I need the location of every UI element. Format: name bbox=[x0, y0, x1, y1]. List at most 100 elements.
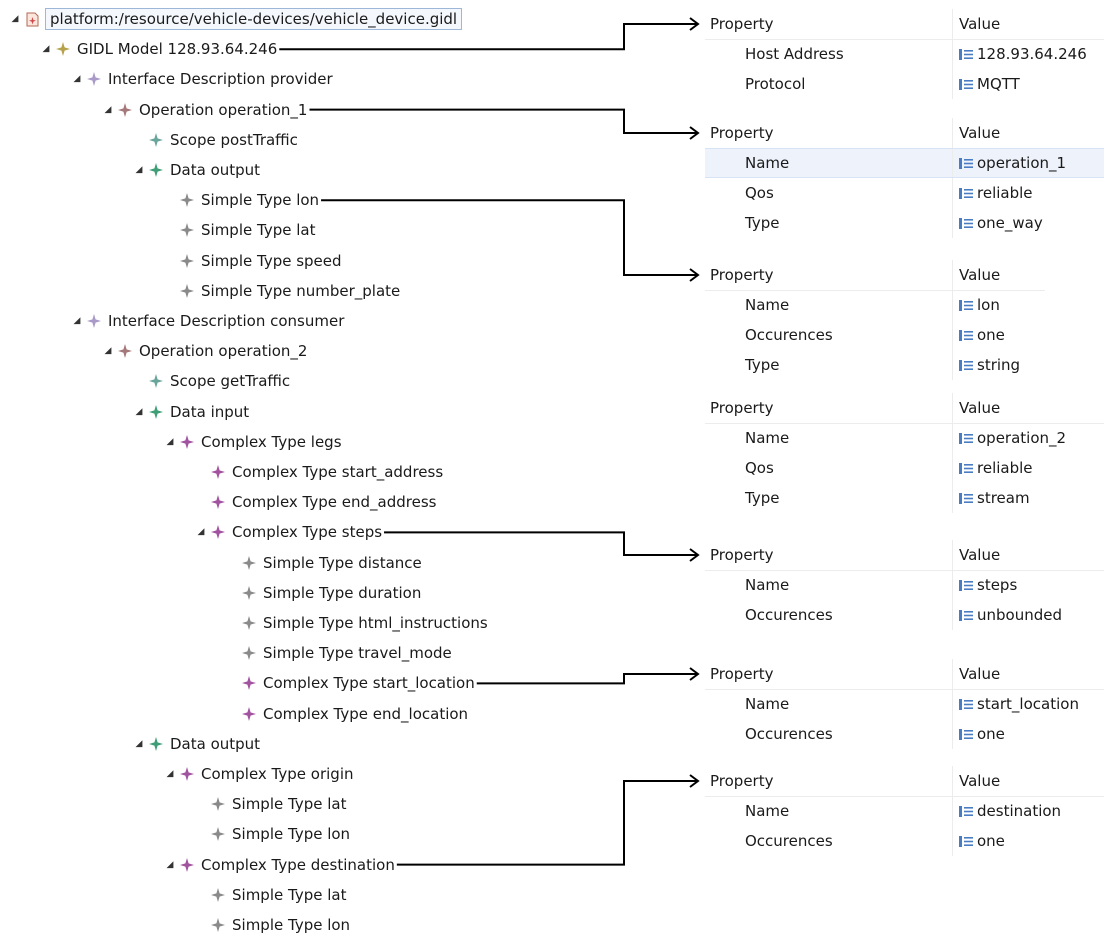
tree-node-interface[interactable]: ◢Interface Description consumer bbox=[70, 310, 345, 332]
expand-toggle-icon[interactable]: ◢ bbox=[73, 74, 81, 85]
tree-node-complex[interactable]: ◢Complex Type start_location bbox=[225, 672, 475, 694]
property-name: Type bbox=[705, 208, 953, 238]
tree-node-simple[interactable]: ◢Simple Type lon bbox=[194, 823, 350, 845]
tree-node-label: Simple Type distance bbox=[263, 553, 422, 572]
tree-node-scope[interactable]: ◢Scope getTraffic bbox=[132, 370, 290, 392]
property-name: Protocol bbox=[705, 69, 953, 99]
expand-toggle-icon[interactable]: ◢ bbox=[73, 316, 81, 326]
tree-node-simple[interactable]: ◢Simple Type speed bbox=[163, 250, 342, 272]
property-name: Name bbox=[705, 796, 953, 826]
tree-node-simple[interactable]: ◢Simple Type distance bbox=[225, 552, 422, 574]
tree-node-simple[interactable]: ◢Simple Type lon bbox=[194, 914, 350, 936]
value-list-icon bbox=[959, 493, 973, 504]
tree-node-simple[interactable]: ◢Simple Type html_instructions bbox=[225, 612, 488, 634]
expand-toggle-icon[interactable]: ◢ bbox=[104, 346, 112, 357]
expand-toggle-icon[interactable]: ◢ bbox=[166, 436, 174, 447]
expand-toggle-icon[interactable]: ◢ bbox=[166, 769, 174, 779]
value-list-icon bbox=[959, 699, 973, 710]
tree-node-model[interactable]: ◢GIDL Model 128.93.64.246 bbox=[39, 38, 278, 60]
tree-node-complex[interactable]: ◢Complex Type end_location bbox=[225, 703, 468, 725]
tree-node-complex[interactable]: ◢Complex Type legs bbox=[163, 431, 342, 453]
property-name: Qos bbox=[705, 178, 953, 208]
interface-node-icon bbox=[87, 72, 101, 87]
expand-toggle-icon[interactable]: ◢ bbox=[135, 165, 143, 175]
property-value: stream bbox=[953, 483, 1030, 513]
value-list-icon bbox=[959, 806, 973, 817]
tree-node-label: Simple Type html_instructions bbox=[263, 614, 488, 632]
tree-node-operation[interactable]: ◢Operation operation_2 bbox=[101, 340, 308, 362]
value-text: Value bbox=[959, 399, 1001, 417]
expand-toggle-icon[interactable]: ◢ bbox=[135, 406, 143, 417]
value-list-icon bbox=[959, 49, 973, 60]
tree-node-simple[interactable]: ◢Simple Type lat bbox=[194, 793, 346, 815]
tree-node-simple[interactable]: ◢Simple Type lat bbox=[163, 219, 315, 241]
tree-node-data[interactable]: ◢Data input bbox=[132, 401, 250, 423]
tree-node-data[interactable]: ◢Data output bbox=[132, 733, 261, 755]
tree-node-scope[interactable]: ◢Scope postTraffic bbox=[132, 129, 298, 151]
tree-node-complex[interactable]: ◢Complex Type end_address bbox=[194, 491, 436, 513]
value-text: Value bbox=[959, 665, 1001, 683]
connector-line bbox=[321, 199, 698, 276]
operation-node-icon bbox=[118, 102, 132, 117]
expand-toggle-icon[interactable]: ◢ bbox=[42, 44, 50, 55]
tree-node-simple[interactable]: ◢Simple Type duration bbox=[225, 582, 421, 604]
tree-node-operation[interactable]: ◢Operation operation_1 bbox=[101, 99, 308, 121]
expand-toggle-icon[interactable]: ◢ bbox=[104, 104, 112, 115]
data-node-icon bbox=[149, 163, 163, 177]
tree-node-label: Simple Type duration bbox=[263, 583, 422, 602]
tree-node-complex[interactable]: ◢Complex Type start_address bbox=[194, 461, 443, 483]
tree-node-label: Complex Type origin bbox=[201, 765, 354, 783]
expand-toggle-icon[interactable]: ◢ bbox=[197, 527, 205, 538]
property-value: one_way bbox=[953, 208, 1043, 238]
tree-node-label: Simple Type lon bbox=[201, 191, 320, 210]
value-text: MQTT bbox=[977, 75, 1020, 93]
simple-node-icon bbox=[211, 887, 225, 902]
tree-node-complex[interactable]: ◢Complex Type destination bbox=[163, 854, 395, 876]
value-text: start_location bbox=[977, 695, 1079, 713]
tree-node-complex[interactable]: ◢ Complex Type origin bbox=[163, 763, 354, 785]
property-value: one bbox=[953, 320, 1005, 350]
value-list-icon bbox=[959, 79, 973, 90]
tree-node-label: Scope postTraffic bbox=[170, 130, 298, 149]
tree-node-simple[interactable]: ◢Simple Type lat bbox=[194, 884, 346, 906]
property-row[interactable]: Protocol MQTT bbox=[705, 69, 1104, 99]
property-name: Name bbox=[705, 149, 953, 177]
tree-root-resource[interactable]: ◢platform:/resource/vehicle-devices/vehi… bbox=[8, 8, 463, 30]
expand-toggle-icon[interactable]: ◢ bbox=[135, 738, 143, 749]
connector-line bbox=[396, 780, 698, 866]
property-value: steps bbox=[953, 570, 1017, 600]
value-text: one bbox=[977, 832, 1005, 850]
model-node-icon bbox=[56, 42, 70, 57]
tree-node-complex[interactable]: ◢Complex Type steps bbox=[194, 521, 383, 543]
expand-toggle-icon[interactable]: ◢ bbox=[11, 14, 19, 24]
tree-node-label: Complex Type start_location bbox=[263, 674, 475, 693]
tree-node-simple[interactable]: ◢Simple Type travel_mode bbox=[225, 642, 452, 664]
expand-toggle-icon[interactable]: ◢ bbox=[166, 859, 174, 870]
connector-line bbox=[476, 673, 698, 685]
tree-node-data[interactable]: ◢Data output bbox=[132, 159, 261, 181]
tree-node-simple[interactable]: ◢Simple Type lon bbox=[163, 189, 319, 211]
tree-node-label: Simple Type lat bbox=[201, 221, 316, 240]
tree-node-simple[interactable]: ◢Simple Type number_plate bbox=[163, 280, 400, 302]
tree-node-interface[interactable]: ◢Interface Description provider bbox=[70, 68, 333, 90]
